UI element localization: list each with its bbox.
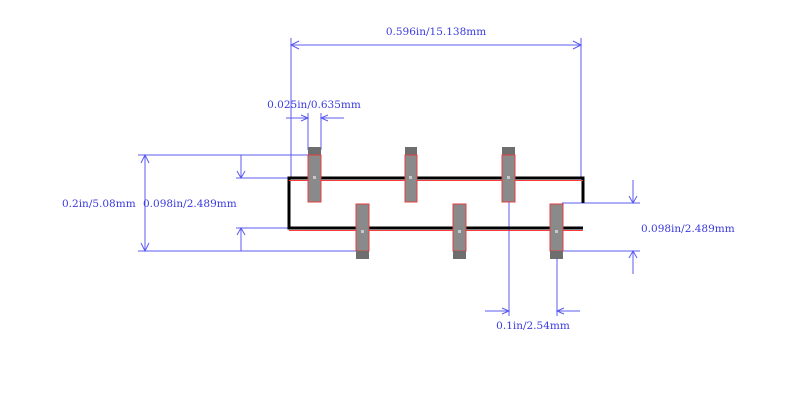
top-pin-2 — [404, 147, 418, 203]
top-pin-3 — [501, 147, 516, 203]
overall-height-label: 0.2in/5.08mm — [62, 198, 136, 210]
lead-width-label: 0.025in/0.635mm — [267, 99, 361, 111]
top-pin-1 — [307, 147, 322, 203]
body-height-right-dimension: 0.098in/2.489mm — [562, 180, 735, 274]
lead-width-dimension: 0.025in/0.635mm — [267, 99, 361, 150]
pitch-label: 0.1in/2.54mm — [496, 320, 570, 332]
overall-height-dimension: 0.2in/5.08mm — [62, 153, 368, 253]
bottom-pin-2 — [452, 203, 467, 259]
body-height-left-dimension: 0.098in/2.489mm — [143, 155, 290, 251]
bottom-pin-3 — [549, 203, 564, 259]
bottom-pin-1 — [355, 203, 370, 259]
body-height-left-label: 0.098in/2.489mm — [143, 198, 237, 210]
package-outline — [287, 176, 585, 231]
body-height-right-label: 0.098in/2.489mm — [641, 223, 735, 235]
overall-width-label: 0.596in/15.138mm — [386, 26, 486, 38]
